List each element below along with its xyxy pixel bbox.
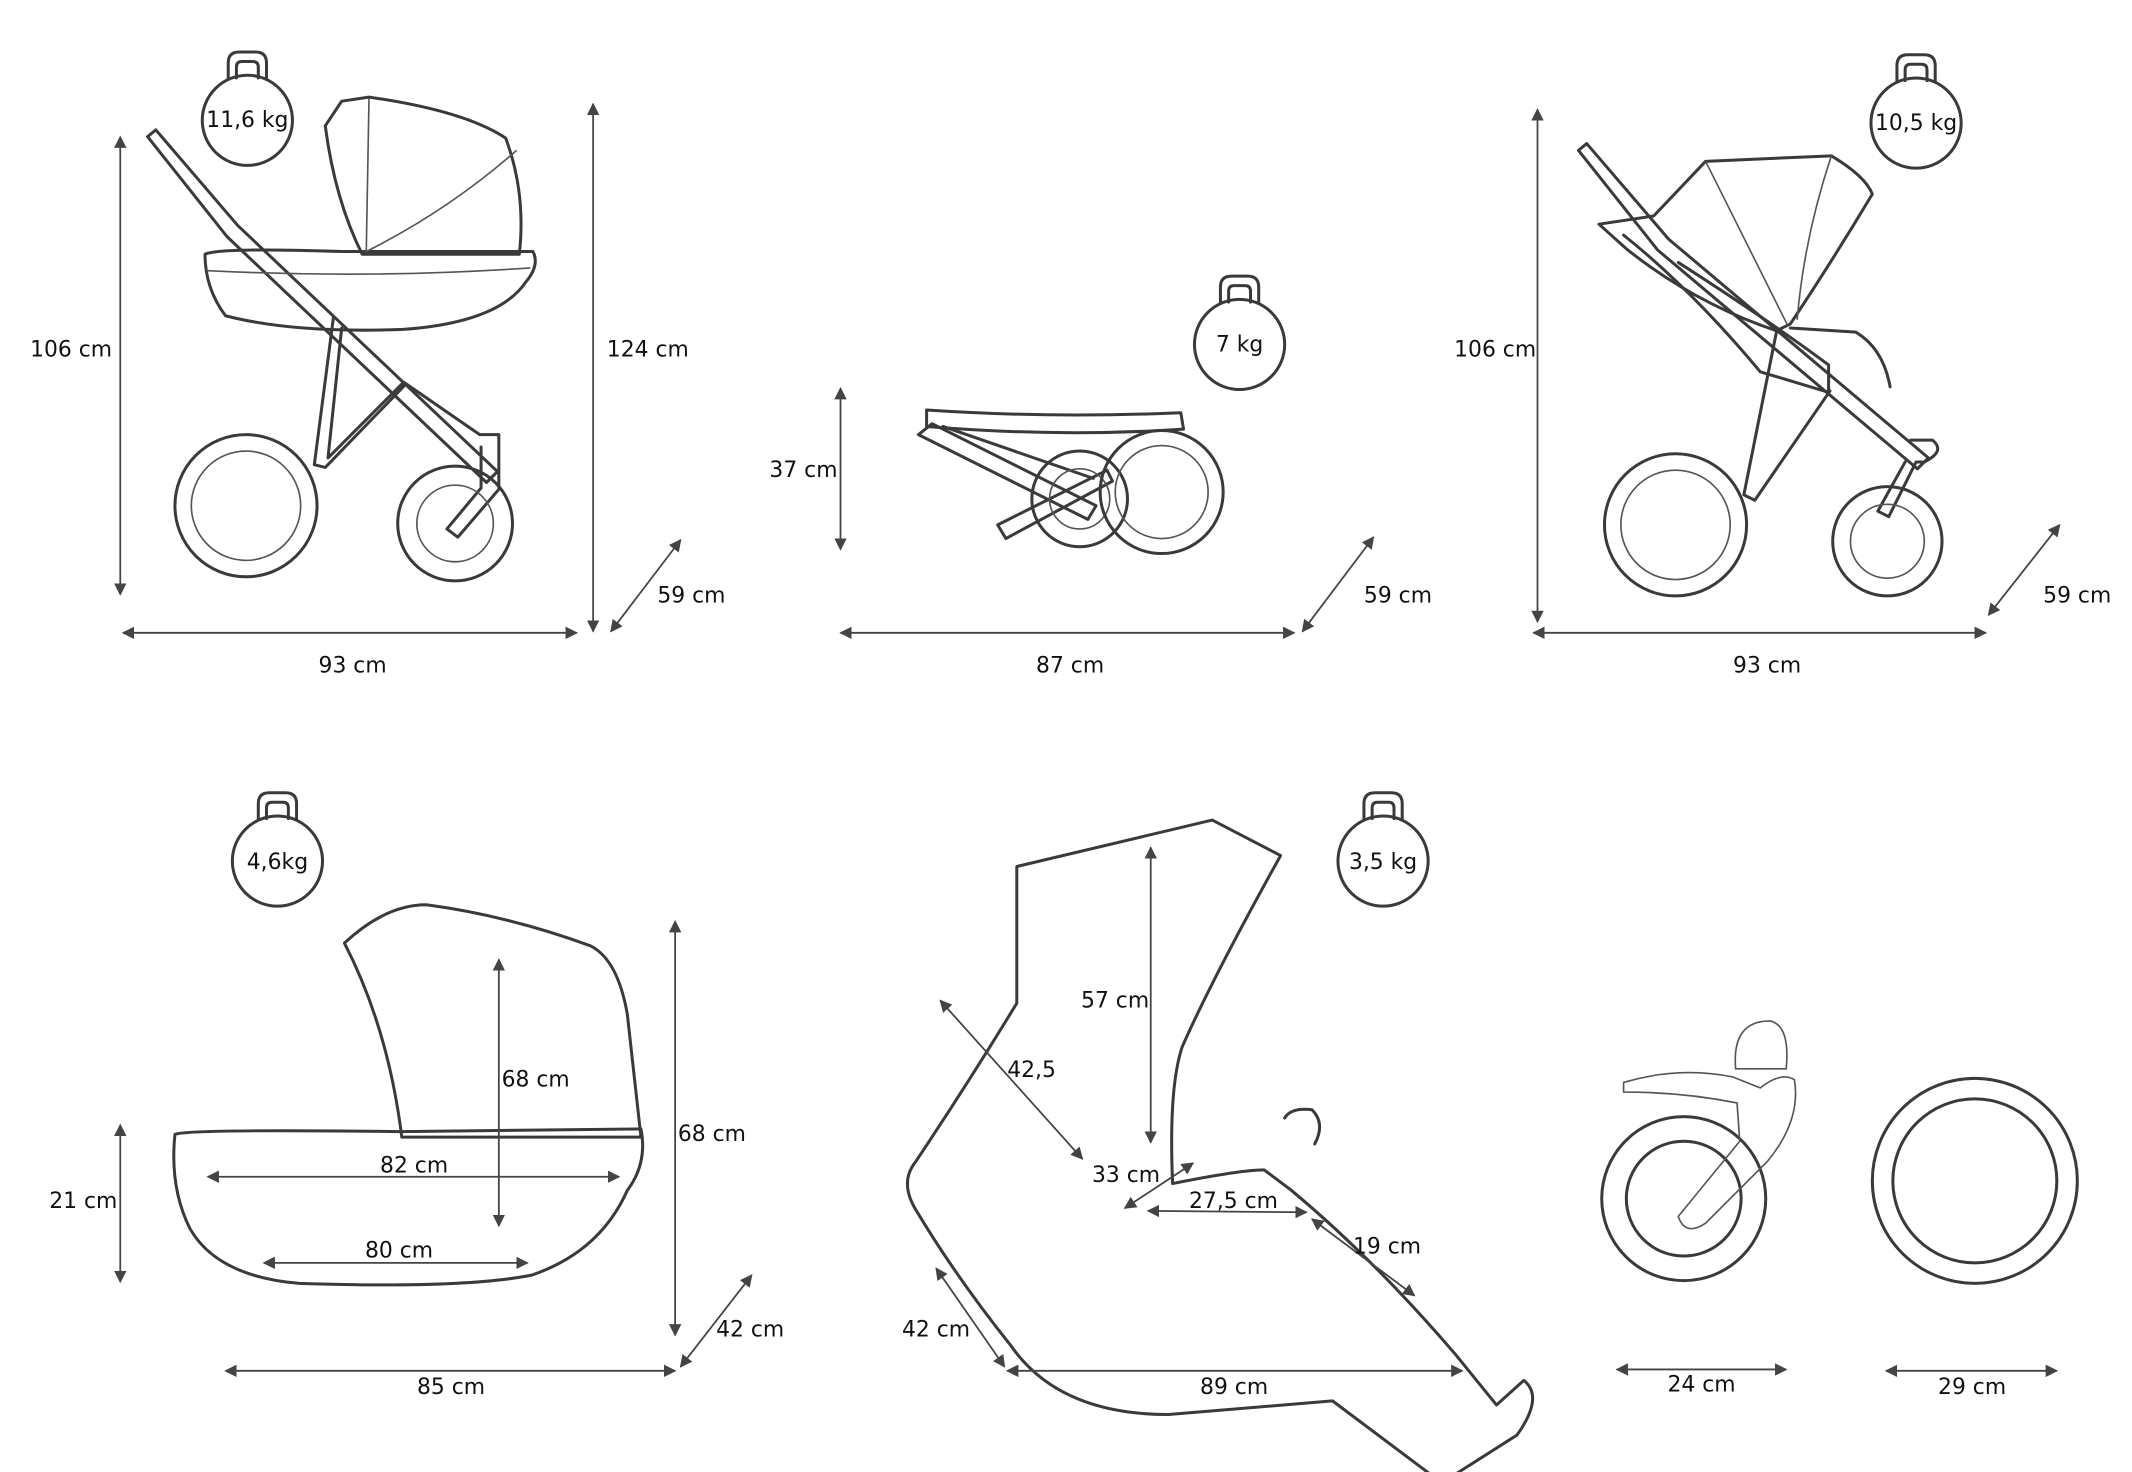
width-dimension xyxy=(935,1267,1006,1368)
seat-depth-dimension xyxy=(1146,1204,1308,1219)
total-height-label: 124 cm xyxy=(607,338,689,363)
front-wheel-label: 24 cm xyxy=(1667,1372,1735,1397)
height-label: 37 cm xyxy=(769,458,837,483)
inner-length-bottom-label: 80 cm xyxy=(365,1238,433,1263)
length-label: 93 cm xyxy=(1733,653,1801,678)
stroller-carrycot-drawing xyxy=(146,95,537,583)
seat-width-dimension xyxy=(1123,1162,1195,1209)
rear-wheel-drawing xyxy=(1870,1076,2079,1285)
seat-unit-drawing xyxy=(905,818,1535,1472)
side-height-label: 21 cm xyxy=(49,1189,117,1214)
seat-width-label: 33 cm xyxy=(1092,1163,1160,1188)
height-label: 106 cm xyxy=(30,338,112,363)
width-dimension xyxy=(1987,523,2061,617)
footrest-label: 19 cm xyxy=(1353,1234,1421,1259)
width-label: 59 cm xyxy=(657,584,725,609)
length-label: 85 cm xyxy=(417,1375,485,1400)
front-wheel-drawing xyxy=(1600,1020,1797,1283)
weight-label: 3,5 kg xyxy=(1349,850,1417,875)
width-dimension xyxy=(679,1274,753,1368)
length-label: 87 cm xyxy=(1036,653,1104,678)
seat-depth-label: 27,5 cm xyxy=(1189,1189,1278,1214)
weight-label: 11,6 kg xyxy=(206,108,288,133)
backrest-label: 42,5 xyxy=(1007,1058,1056,1083)
carrycot-drawing xyxy=(172,903,645,1287)
total-height-label: 68 cm xyxy=(678,1122,746,1147)
weight-label: 10,5 kg xyxy=(1875,111,1957,136)
inner-length-top-label: 82 cm xyxy=(380,1154,448,1179)
stroller-seat-drawing xyxy=(1576,142,1944,598)
rear-wheel-label: 29 cm xyxy=(1938,1375,2006,1400)
width-label: 59 cm xyxy=(2043,584,2111,609)
inner-height-label: 68 cm xyxy=(502,1068,570,1093)
width-dimension xyxy=(610,538,682,633)
footrest-dimension xyxy=(1311,1218,1416,1297)
width-label: 59 cm xyxy=(1364,584,1432,609)
height-label: 106 cm xyxy=(1454,338,1536,363)
width-dimension xyxy=(1301,536,1375,633)
back-height-label: 57 cm xyxy=(1081,988,1149,1013)
length-label: 89 cm xyxy=(1200,1375,1268,1400)
weight-label: 4,6kg xyxy=(247,850,308,875)
width-label: 42 cm xyxy=(902,1318,970,1343)
weight-label: 7 kg xyxy=(1216,332,1263,357)
folded-stroller-drawing xyxy=(916,408,1225,556)
backrest-dimension xyxy=(939,999,1084,1160)
length-label: 93 cm xyxy=(319,653,387,678)
width-label: 42 cm xyxy=(716,1318,784,1343)
